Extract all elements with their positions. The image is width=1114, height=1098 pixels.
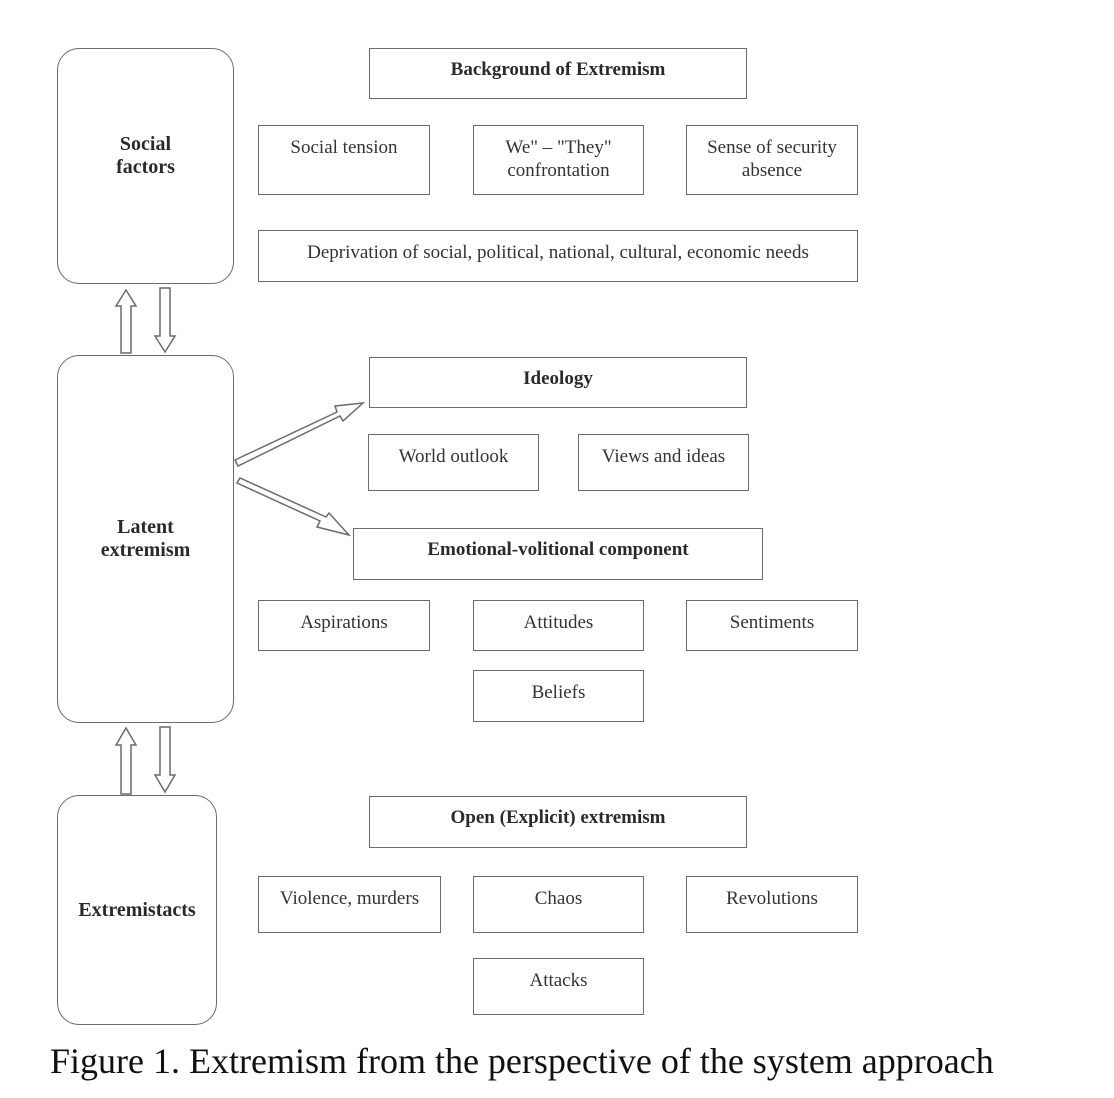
social-factors-box: Social factors — [57, 48, 234, 284]
emotional-volitional-header: Emotional-volitional component — [353, 528, 763, 580]
attitudes-box: Attitudes — [473, 600, 644, 651]
deprivation-label: Deprivation of social, political, nation… — [307, 242, 809, 263]
views-ideas-label: Views and ideas — [601, 446, 726, 467]
background-header: Background of Extremism — [369, 48, 747, 99]
views-ideas-box: Views and ideas — [578, 434, 749, 491]
attacks-label: Attacks — [529, 970, 588, 991]
open-extremism-header-label: Open (Explicit) extremism — [450, 807, 666, 828]
arrow-to-emotional-icon — [235, 477, 352, 537]
extremist-acts-box: Extremistacts — [57, 795, 217, 1025]
ideology-header-label: Ideology — [523, 368, 593, 389]
up-arrow-icon — [114, 288, 138, 354]
security-absence-box: Sense of security absence — [686, 125, 858, 195]
emotional-volitional-header-label: Emotional-volitional component — [427, 539, 689, 560]
ideology-header: Ideology — [369, 357, 747, 408]
deprivation-box: Deprivation of social, political, nation… — [258, 230, 858, 282]
sentiments-label: Sentiments — [729, 612, 815, 633]
world-outlook-box: World outlook — [368, 434, 539, 491]
latent-extremism-label: Latent extremism — [100, 516, 191, 561]
figure-caption: Figure 1. Extremism from the perspective… — [50, 1041, 994, 1081]
latent-extremism-box: Latent extremism — [57, 355, 234, 723]
background-header-label: Background of Extremism — [450, 59, 666, 80]
violence-murders-box: Violence, murders — [258, 876, 441, 933]
world-outlook-label: World outlook — [398, 446, 509, 467]
down-arrow-icon — [153, 726, 177, 794]
sentiments-box: Sentiments — [686, 600, 858, 651]
open-extremism-header: Open (Explicit) extremism — [369, 796, 747, 848]
revolutions-label: Revolutions — [726, 888, 818, 909]
down-arrow-icon — [153, 287, 177, 354]
revolutions-box: Revolutions — [686, 876, 858, 933]
beliefs-box: Beliefs — [473, 670, 644, 722]
arrow-to-ideology-icon — [233, 402, 366, 468]
attitudes-label: Attitudes — [523, 612, 594, 633]
we-they-box: We" – "They" confrontation — [473, 125, 644, 195]
up-arrow-icon — [114, 726, 138, 795]
we-they-label: We" – "They" confrontation — [505, 137, 612, 181]
extremist-acts-label: Extremistacts — [78, 898, 196, 921]
chaos-box: Chaos — [473, 876, 644, 933]
social-tension-label: Social tension — [290, 137, 398, 158]
beliefs-label: Beliefs — [531, 682, 586, 703]
chaos-label: Chaos — [534, 888, 583, 909]
aspirations-box: Aspirations — [258, 600, 430, 651]
social-factors-label: Social factors — [116, 133, 175, 178]
violence-murders-label: Violence, murders — [279, 888, 420, 909]
aspirations-label: Aspirations — [300, 612, 388, 633]
attacks-box: Attacks — [473, 958, 644, 1015]
social-tension-box: Social tension — [258, 125, 430, 195]
security-absence-label: Sense of security absence — [707, 137, 837, 181]
